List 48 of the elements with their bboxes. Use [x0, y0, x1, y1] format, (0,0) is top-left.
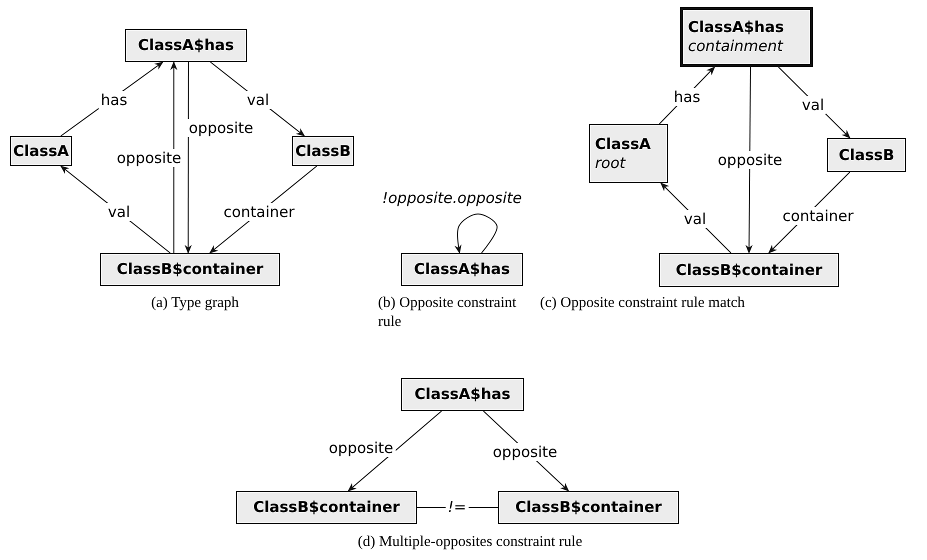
class-name: ClassB$container — [116, 260, 264, 279]
class-box — [236, 491, 417, 524]
arrow — [348, 410, 442, 492]
arrow — [184, 62, 192, 254]
caption: (d) Multiple-opposites constraint rule — [356, 533, 584, 552]
class-box — [401, 378, 524, 411]
class-name: ClassA$has — [138, 36, 234, 55]
class-box — [827, 138, 906, 172]
edge-label: !opposite.opposite — [381, 189, 523, 207]
edge-label: opposite — [186, 119, 256, 137]
class-box — [498, 491, 679, 524]
caption: (a) Type graph — [150, 294, 240, 313]
arrow — [745, 66, 753, 254]
class-name: ClassB$container — [676, 260, 822, 280]
class-name: ClassA$has — [414, 385, 510, 404]
class-box — [680, 7, 813, 67]
arrow — [454, 214, 498, 254]
class-name: ClassB$container — [253, 498, 400, 517]
class-name: ClassB$container — [515, 498, 662, 517]
class-box — [10, 136, 72, 166]
class-annotation: containment — [688, 37, 784, 56]
class-annotation: root — [595, 154, 627, 172]
class-name: ClassB — [295, 142, 351, 160]
caption: (c) Opposite constraint rule match — [540, 294, 746, 313]
edge-label: opposite — [716, 151, 784, 169]
edge-label: opposite — [114, 149, 184, 167]
edge-label: opposite — [326, 439, 396, 457]
class-box — [401, 253, 523, 286]
caption: (b) Opposite constraint rule — [378, 294, 518, 332]
class-name: ClassB — [838, 146, 894, 164]
edge-label: val — [682, 210, 708, 228]
edge-label: has — [98, 91, 130, 109]
arrow — [170, 61, 178, 254]
edge-label: opposite — [490, 443, 560, 461]
edge-label: val — [244, 91, 272, 109]
class-name: ClassA$has — [414, 260, 510, 279]
edge-label: container — [780, 207, 856, 225]
class-name: ClassA — [595, 134, 652, 154]
class-box — [100, 253, 280, 286]
class-box — [292, 136, 354, 166]
class-name: ClassA — [13, 142, 69, 160]
class-name: ClassA$has — [688, 18, 785, 37]
class-box — [659, 253, 839, 287]
edge-label: val — [800, 96, 826, 114]
class-box — [589, 124, 668, 183]
edge-label: container — [221, 203, 297, 221]
class-box — [125, 29, 247, 62]
edge-label: val — [106, 203, 132, 221]
